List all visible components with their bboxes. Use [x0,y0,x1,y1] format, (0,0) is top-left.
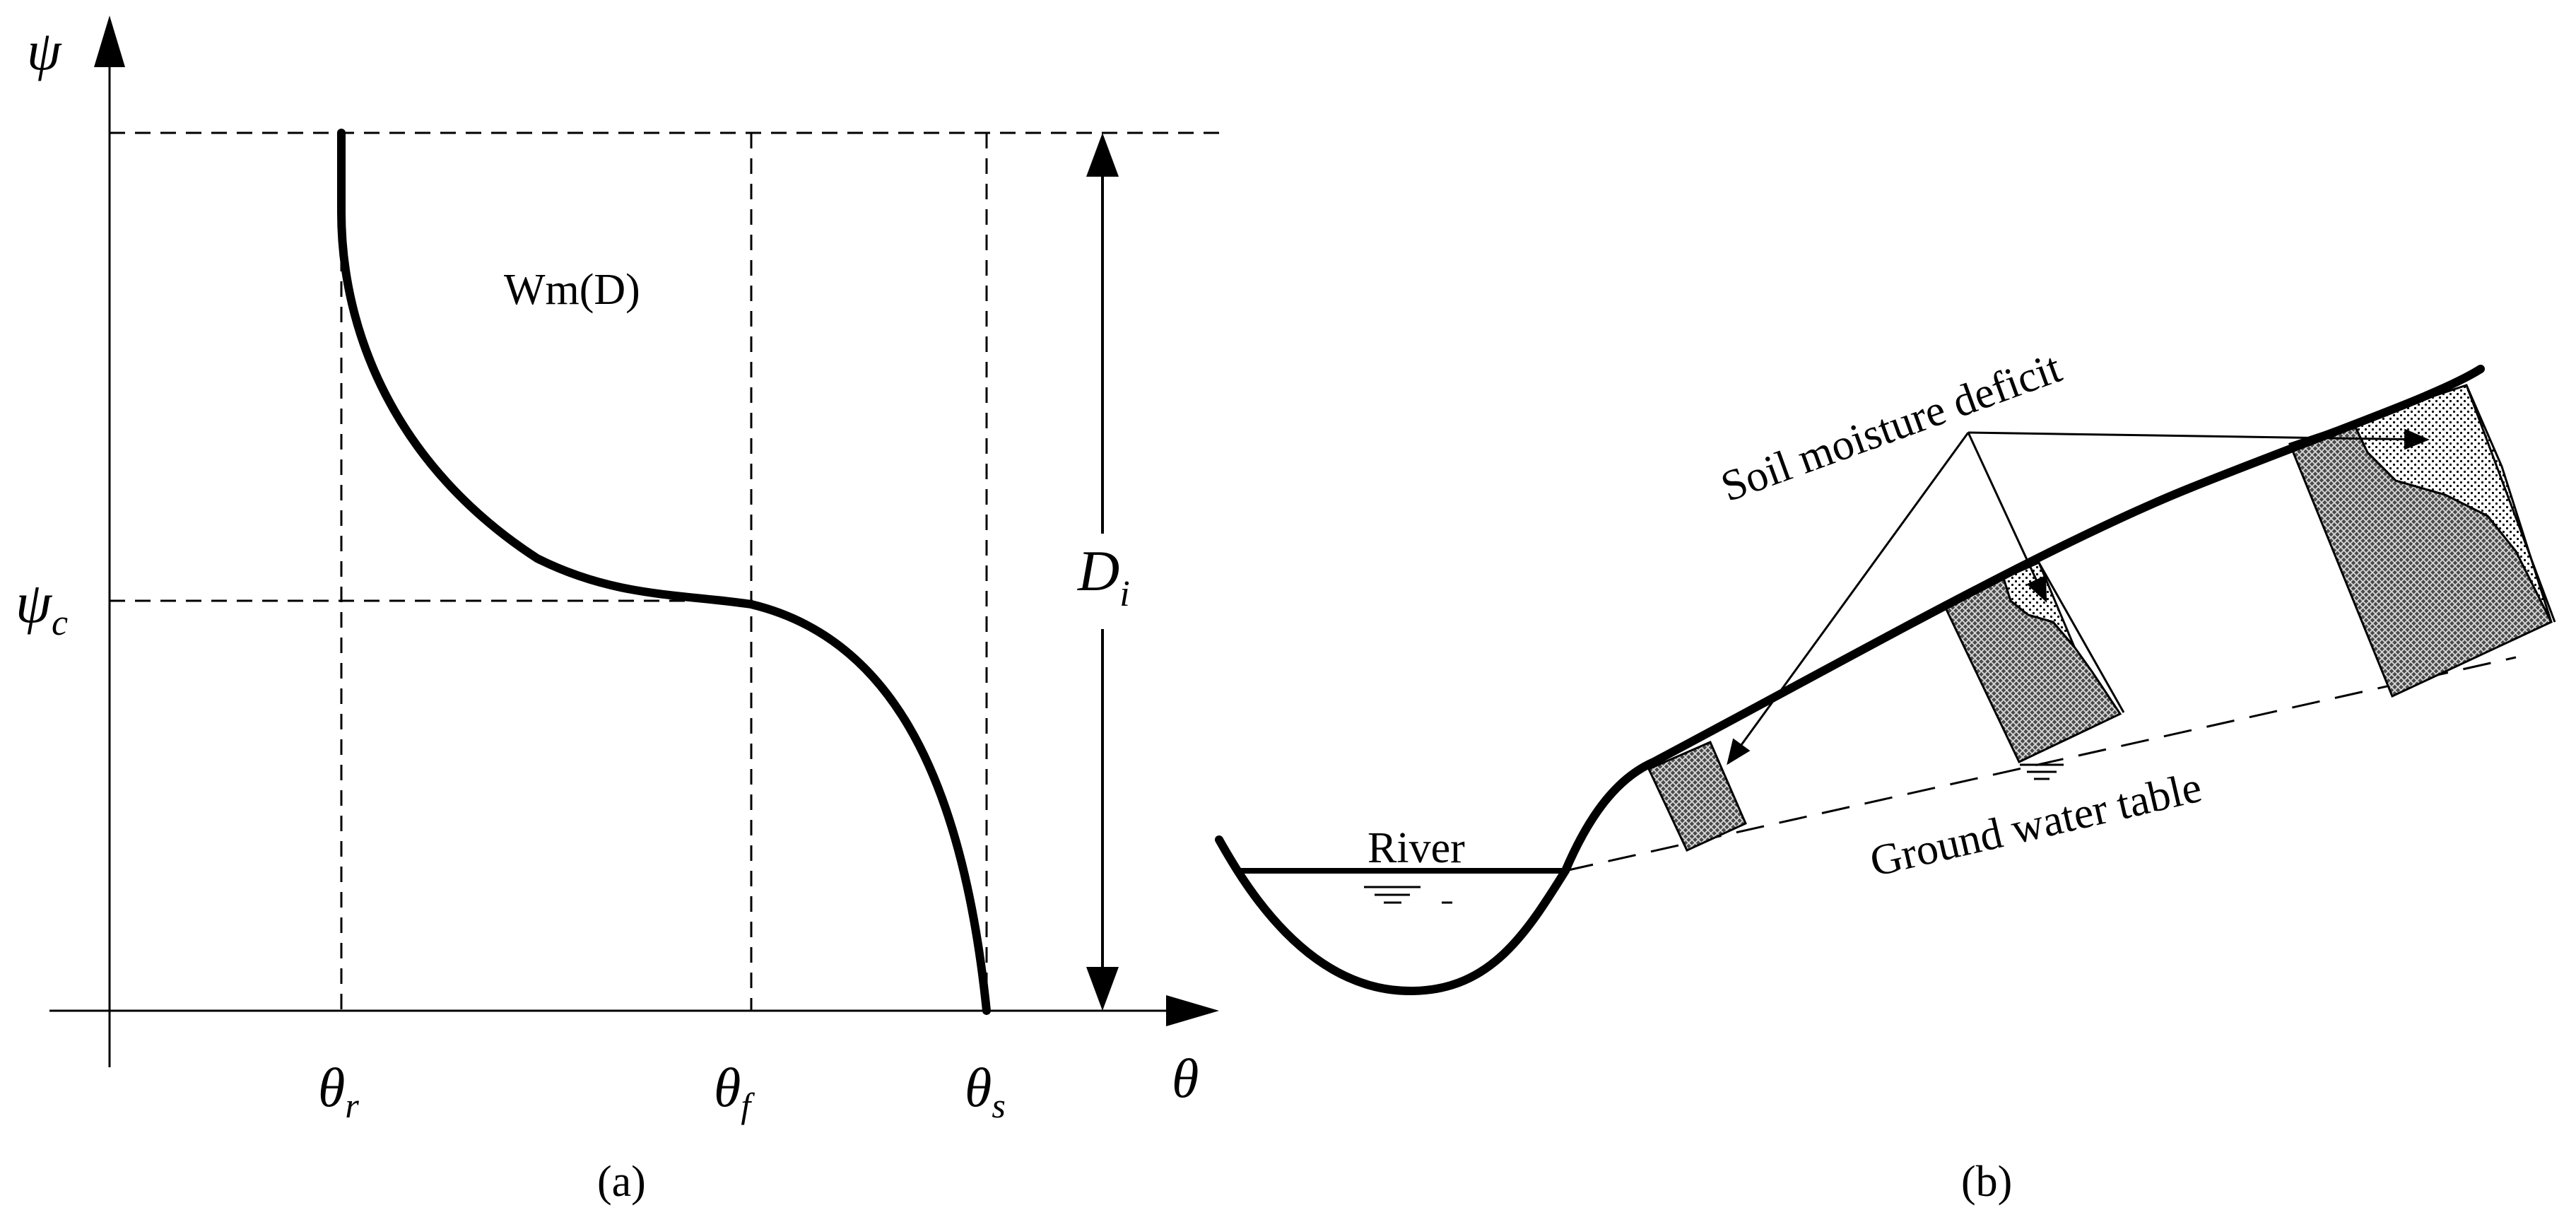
theta-f-label: θf [714,1057,755,1125]
ground-surface [1215,365,2485,996]
pointer-to-column-1 [1727,432,1970,765]
theta-r-label: θr [318,1057,359,1125]
soil-column-2 [1943,561,2125,780]
panel-a: ψ θ ψc θr θf θs Di Wm(D) (a) [16,16,1219,1206]
soil-column-3 [2288,384,2556,698]
wm-label: Wm(D) [504,266,640,314]
x-axis-label: θ [1172,1047,1199,1109]
y-axis-arrowhead [94,16,125,67]
di-label-gap [1074,534,1131,629]
di-arrow-top [1086,133,1119,177]
soil-column-1 [1647,741,1747,852]
pointer-to-column-3 [1968,428,2430,450]
pointer-to-column-2 [1967,432,2047,603]
retention-curve [337,129,991,1015]
caption-a: (a) [597,1158,646,1206]
psi-c-label: ψc [16,570,68,643]
caption-b: (b) [1961,1158,2012,1206]
soil-column-1-wet [1647,741,1747,852]
di-arrow-bottom [1086,967,1119,1011]
di-label: Di [1077,539,1130,614]
river-label: River [1368,824,1465,872]
y-axis-label: ψ [27,20,62,81]
soil-column-3-dry [2351,384,2553,623]
soil-column-2-right-edge [2037,562,2125,713]
x-axis-arrowhead [1166,995,1219,1026]
theta-s-label: θs [965,1057,1006,1125]
soil-moisture-deficit-label: Soil moisture deficit [1715,344,2068,511]
panel-b: Soil moisture deficit River Ground water… [1215,344,2556,1206]
groundwater-table-label: Ground water table [1866,763,2206,886]
soil-column-3-right-edge [2465,385,2556,623]
